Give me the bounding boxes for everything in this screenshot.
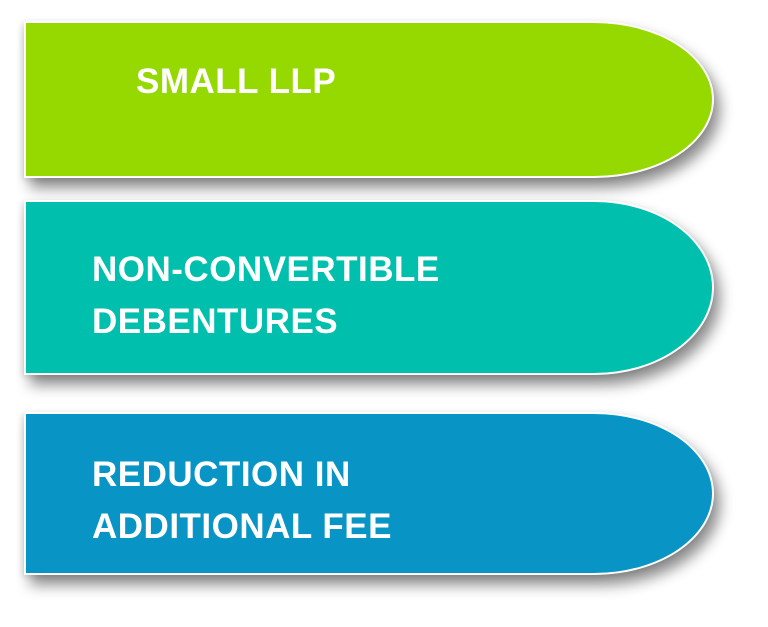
pill-small-llp: SMALL LLP	[24, 21, 714, 178]
pill-label: NON-CONVERTIBLE DEBENTURES	[92, 250, 440, 341]
pill-reduction-in-additional-fee: REDUCTION IN ADDITIONAL FEE	[24, 412, 714, 575]
pill-non-convertible-debentures: NON-CONVERTIBLE DEBENTURES	[24, 200, 714, 375]
pill-label: REDUCTION IN ADDITIONAL FEE	[92, 455, 392, 546]
pill-label: SMALL LLP	[136, 62, 337, 101]
